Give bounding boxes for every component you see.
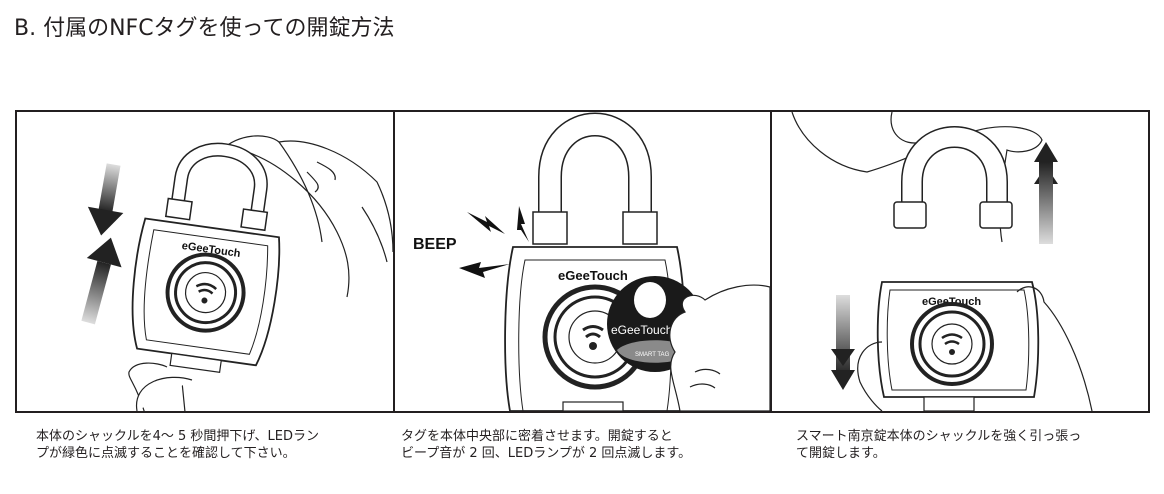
hand-illustration	[128, 135, 393, 411]
beep-label: BEEP	[413, 236, 457, 253]
up-arrow-icon	[81, 237, 122, 325]
caption-line: 本体のシャックルを4～ 5 秒間押下げ、LEDラン	[36, 429, 319, 444]
padlock-illustration: eGeeTouch	[876, 126, 1040, 411]
caption-line: ビープ音が 2 回、LEDランプが 2 回点滅します。	[401, 446, 692, 461]
step-2-caption: タグを本体中央部に密着させます。開錠すると ビープ音が 2 回、LEDランプが …	[401, 428, 691, 462]
nfc-wave-icon	[582, 325, 604, 339]
nfc-wave-icon	[941, 333, 963, 346]
sound-burst-icon	[459, 206, 529, 278]
step-3-illustration: eGeeTouch	[772, 112, 1148, 411]
down-arrow-icon	[87, 163, 124, 236]
illustration-frame: eGeeTouch BEEP	[15, 110, 1150, 413]
up-arrow-icon	[1034, 142, 1058, 244]
panel-divider	[770, 112, 772, 411]
hand-illustration	[669, 284, 770, 411]
step-2-illustration: BEEP eGeeTouch	[395, 112, 770, 411]
tag-brand: eGeeTouch	[611, 323, 672, 337]
panel-divider	[393, 112, 395, 411]
padlock-illustration: eGeeTouch	[131, 142, 281, 374]
step-3-caption: スマート南京錠本体のシャックルを強く引っ張っ て開錠します。	[796, 428, 1081, 462]
caption-line: タグを本体中央部に密着させます。開錠すると	[401, 429, 673, 444]
nfc-wave-icon	[195, 282, 218, 295]
brand-logo: eGeeTouch	[558, 268, 628, 283]
step-1-caption: 本体のシャックルを4～ 5 秒間押下げ、LEDラン プが緑色に点滅することを確認…	[36, 428, 319, 462]
step-1-illustration: eGeeTouch	[17, 112, 393, 411]
page-title: B. 付属のNFCタグを使っての開錠方法	[14, 16, 395, 41]
caption-line: て開錠します。	[796, 446, 886, 461]
caption-line: プが緑色に点滅することを確認して下さい。	[36, 446, 296, 461]
down-arrow-icon	[831, 295, 855, 390]
hand-illustration	[857, 286, 1093, 411]
caption-line: スマート南京錠本体のシャックルを強く引っ張っ	[796, 429, 1082, 444]
tag-label: SMART TAG	[635, 352, 670, 358]
